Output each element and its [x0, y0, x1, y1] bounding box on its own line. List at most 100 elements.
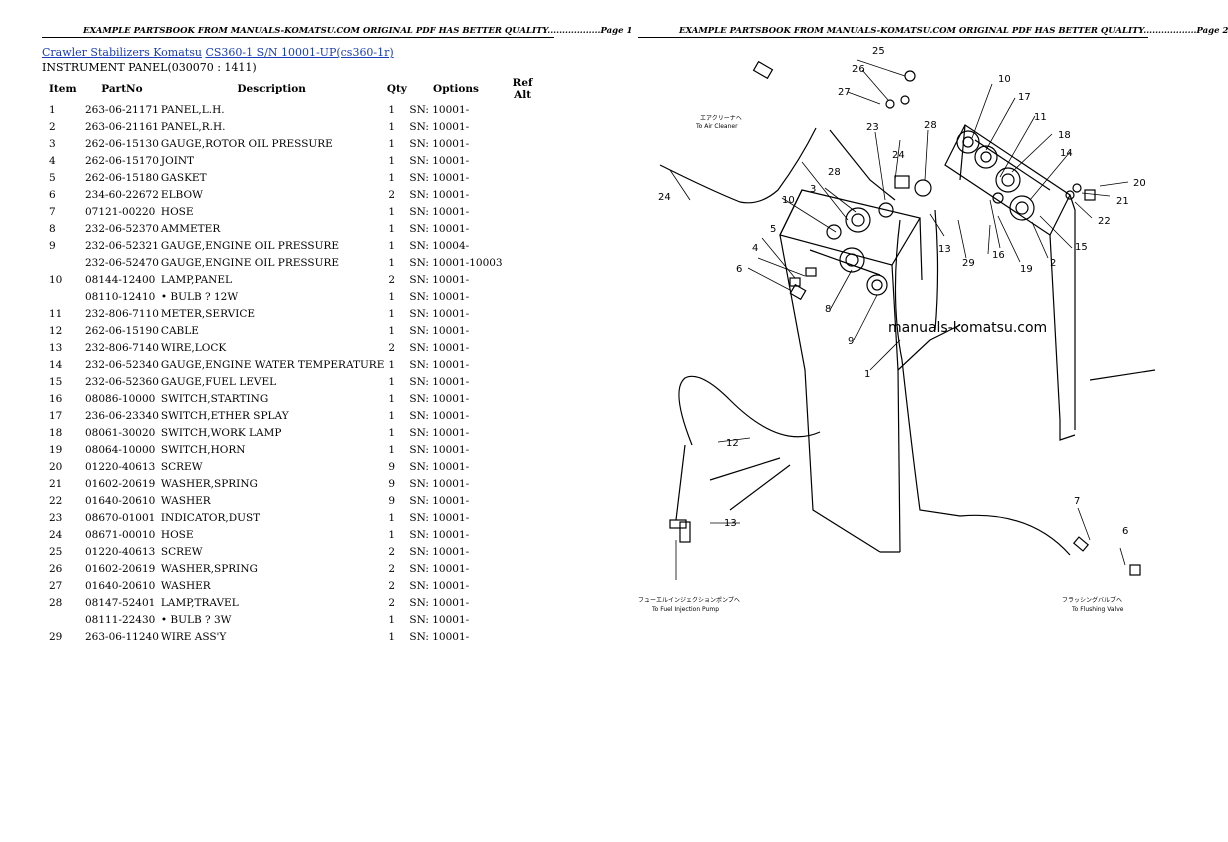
row-item: 18 — [49, 426, 63, 439]
callout-23: 23 — [866, 122, 879, 133]
row-options: SN: 10001- — [409, 630, 470, 643]
row-description: SWITCH,HORN — [160, 443, 246, 456]
page1-header: EXAMPLE PARTSBOOK FROM MANUALS-KOMATSU.C… — [83, 26, 633, 36]
row-options: SN: 10001- — [409, 188, 470, 201]
row-ref-alt — [503, 424, 543, 441]
row-partno: 01220-40613 — [85, 545, 156, 558]
row-partno: 262-06-15190 — [85, 324, 159, 337]
row-description: • BULB ? 3W — [160, 613, 232, 626]
row-options: SN: 10001- — [409, 477, 470, 490]
section-title: INSTRUMENT PANEL(030070 : 1411) — [42, 61, 257, 74]
row-ref-alt — [503, 220, 543, 237]
row-qty: 9 — [388, 494, 396, 507]
row-qty: 1 — [388, 222, 396, 235]
row-qty: 2 — [388, 188, 396, 201]
row-description: WIRE ASS'Y — [160, 630, 227, 643]
callout-22: 22 — [1098, 216, 1111, 227]
flushing-valve-label-jp: フラッシングバルブへ — [1062, 596, 1122, 604]
row-description: LAMP,PANEL — [160, 273, 232, 286]
callout-7: 7 — [1074, 496, 1080, 507]
row-ref-alt — [503, 237, 543, 254]
row-qty: 1 — [388, 375, 396, 388]
row-partno: 232-06-52340 — [85, 358, 159, 371]
col-partno: PartNo — [101, 83, 143, 95]
row-description: GAUGE,ENGINE OIL PRESSURE — [160, 256, 340, 269]
row-ref-alt — [503, 305, 543, 322]
air-cleaner-label-en: To Air Cleaner — [695, 123, 738, 130]
callout-28-a: 28 — [924, 120, 937, 131]
callout-16: 16 — [992, 250, 1005, 261]
row-ref-alt — [503, 271, 543, 288]
row-description: WASHER — [160, 579, 211, 592]
breadcrumb-link-serial[interactable]: CS360-1 S/N 10001-UP(cs360-1r) — [205, 46, 394, 59]
callout-29: 29 — [962, 258, 975, 269]
row-qty: 1 — [388, 392, 396, 405]
row-partno: 263-06-11240 — [85, 630, 159, 643]
row-options: SN: 10001- — [409, 171, 470, 184]
callout-13-b: 13 — [724, 518, 737, 529]
row-qty: 1 — [388, 103, 396, 116]
row-options: SN: 10001- — [409, 579, 470, 592]
row-description: GASKET — [160, 171, 207, 184]
callout-13-a: 13 — [938, 244, 951, 255]
row-qty: 1 — [388, 426, 396, 439]
row-options: SN: 10001- — [409, 562, 470, 575]
breadcrumb-link-model-group[interactable]: Crawler Stabilizers Komatsu — [42, 46, 202, 59]
row-description: GAUGE,FUEL LEVEL — [160, 375, 277, 388]
row-ref-alt — [503, 373, 543, 390]
row-qty: 1 — [388, 358, 396, 371]
col-description: Description — [237, 83, 306, 95]
row-item: 2 — [49, 120, 56, 133]
row-partno: 263-06-21161 — [85, 120, 159, 133]
row-ref-alt — [503, 560, 543, 577]
row-ref-alt — [503, 594, 543, 611]
row-partno: 01602-20619 — [85, 477, 156, 490]
callout-26: 26 — [852, 64, 865, 75]
row-partno: 01640-20610 — [85, 494, 156, 507]
row-item: 22 — [49, 494, 63, 507]
row-description: SCREW — [160, 460, 203, 473]
callout-9: 9 — [848, 336, 854, 347]
row-options: SN: 10001- — [409, 409, 470, 422]
row-description: HOSE — [160, 205, 194, 218]
row-item: 21 — [49, 477, 63, 490]
row-ref-alt — [503, 407, 543, 424]
callout-18: 18 — [1058, 130, 1071, 141]
row-description: SCREW — [160, 545, 203, 558]
row-options: SN: 10001- — [409, 375, 470, 388]
callout-14: 14 — [1060, 148, 1073, 159]
row-item: 27 — [49, 579, 63, 592]
row-ref-alt — [503, 628, 543, 645]
row-partno: 234-60-22672 — [85, 188, 159, 201]
row-description: GAUGE,ENGINE OIL PRESSURE — [160, 239, 340, 252]
callout-3: 3 — [810, 184, 816, 195]
row-partno: 01220-40613 — [85, 460, 156, 473]
flushing-valve-label-en: To Flushing Valve — [1071, 606, 1124, 613]
row-partno: 01602-20619 — [85, 562, 156, 575]
row-description: WASHER — [160, 494, 211, 507]
row-options: SN: 10001- — [409, 273, 470, 286]
row-item — [42, 611, 85, 628]
row-ref-alt — [503, 611, 543, 628]
row-item: 10 — [49, 273, 63, 286]
row-item: 25 — [49, 545, 63, 558]
row-item: 19 — [49, 443, 63, 456]
row-ref-alt — [503, 152, 543, 169]
row-partno: 08111-22430 — [85, 613, 156, 626]
row-options: SN: 10001- — [409, 511, 470, 524]
row-item: 20 — [49, 460, 63, 473]
row-description: AMMETER — [160, 222, 221, 235]
row-ref-alt — [503, 509, 543, 526]
row-options: SN: 10001- — [409, 324, 470, 337]
callout-15: 15 — [1075, 242, 1088, 253]
row-item: 4 — [49, 154, 56, 167]
